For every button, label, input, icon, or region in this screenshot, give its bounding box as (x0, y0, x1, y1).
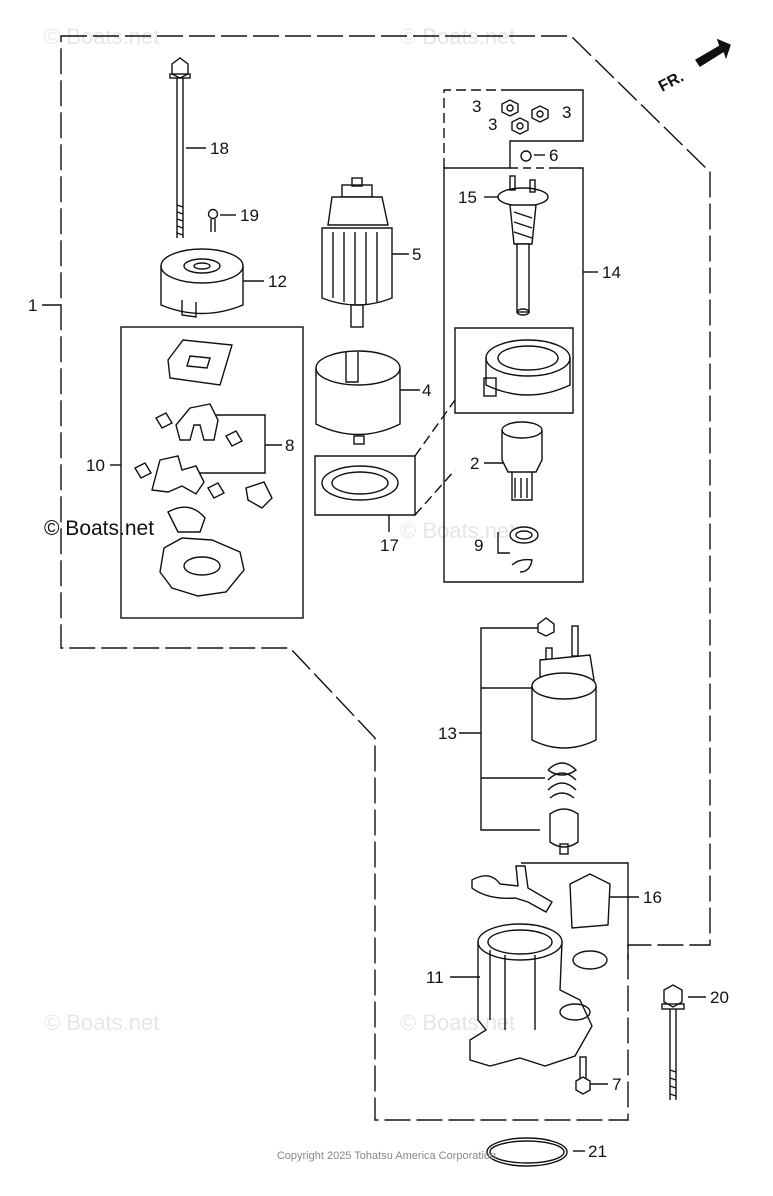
group-box-16 (521, 862, 629, 960)
callout-8: 8 (285, 436, 294, 455)
group-box-clutch (454, 327, 574, 414)
callout-18: 18 (210, 139, 229, 158)
callout-19: 19 (240, 206, 259, 225)
callout-5: 5 (412, 245, 421, 264)
part-stop-ring (509, 526, 539, 573)
part-brush-set (134, 403, 273, 509)
callout-1: 1 (28, 296, 37, 315)
callout-10: 10 (86, 456, 105, 475)
part-steel-ball (520, 150, 532, 162)
part-through-bolt (169, 57, 191, 238)
part-nuts (501, 99, 549, 135)
callout-3a: 3 (472, 97, 481, 116)
watermark-faint: © Boats.net (400, 1010, 516, 1035)
part-armature (321, 177, 393, 328)
part-brush-holder (159, 506, 245, 597)
part-o-ring (486, 1137, 568, 1167)
callout-16: 16 (643, 888, 662, 907)
bracket-9 (497, 532, 510, 554)
watermark-faint: © Boats.net (400, 518, 516, 543)
part-pinion-clutch (501, 421, 543, 501)
orientation-label: FR. (656, 68, 687, 95)
part-bolt-20 (661, 984, 685, 1100)
assembly-outline (60, 35, 711, 1121)
group-box-drive (443, 89, 584, 583)
part-end-cover (160, 248, 244, 318)
part-brush-plate (167, 339, 233, 386)
part-bolt-7 (575, 1056, 591, 1095)
arrow-icon (695, 38, 731, 67)
callout-14: 14 (602, 263, 621, 282)
watermark: © Boats.net (44, 517, 155, 540)
callout-21: 21 (588, 1142, 607, 1161)
part-internal-gear (483, 339, 571, 397)
callout-4: 4 (422, 381, 431, 400)
part-drive-shaft (497, 175, 549, 316)
callout-15: 15 (458, 188, 477, 207)
callout-2: 2 (470, 454, 479, 473)
callout-7: 7 (612, 1075, 621, 1094)
watermark-faint: © Boats.net (44, 1010, 160, 1035)
callout-13: 13 (438, 724, 457, 743)
part-solenoid (531, 617, 597, 855)
callout-11: 11 (426, 968, 444, 987)
callout-3c: 3 (488, 115, 497, 134)
part-front-housing (469, 923, 593, 1067)
copyright-text: Copyright 2025 Tohatsu America Corporati… (276, 1150, 497, 1162)
part-seal-block (569, 873, 611, 970)
callout-12: 12 (268, 272, 287, 291)
callout-20: 20 (710, 988, 729, 1007)
part-yoke (315, 350, 401, 445)
group-box-brush-holder (120, 326, 304, 619)
callout-17: 17 (380, 536, 399, 555)
part-screw-small (207, 208, 219, 232)
part-gasket (321, 465, 399, 501)
bracket-8 (193, 414, 266, 474)
callout-9: 9 (474, 536, 483, 555)
bracket-13 (480, 627, 545, 831)
part-shift-lever (471, 865, 553, 913)
callout-6: 6 (549, 146, 558, 165)
callout-3b: 3 (562, 103, 571, 122)
